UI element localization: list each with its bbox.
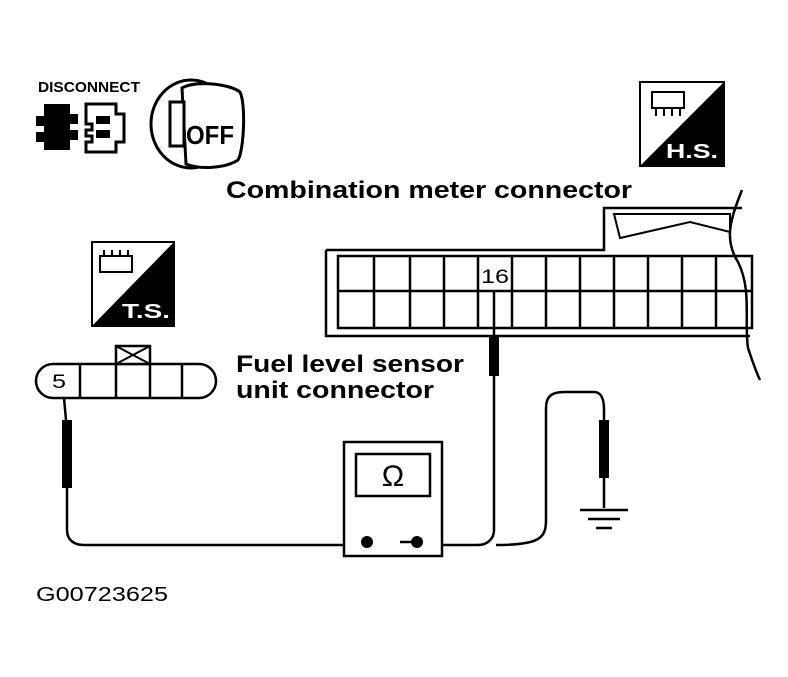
ground-symbol-icon [580,508,628,530]
probe-lead-right-16 [418,290,499,547]
off-label: OFF [186,120,234,150]
hs-label: H.S. [666,141,718,163]
fuel-sensor-title-line1: Fuel level sensor [236,351,464,378]
probe-lead-left [62,397,366,547]
disconnect-icon-group: DISCONNECT OFF [36,78,246,170]
connector-icon [36,102,126,154]
terminal-5-label: 5 [52,372,66,393]
terminal-16-label: 16 [481,267,509,288]
hs-badge: H.S. [639,81,725,167]
combination-meter-connector: 16 [324,189,762,381]
ohmmeter-icon: Ω [342,440,444,558]
ts-label: T.S. [122,301,170,323]
disconnect-label: DISCONNECT [38,79,140,96]
ignition-key-icon: OFF [149,78,246,170]
harness-side-connector-icon [651,91,685,116]
ts-badge: T.S. [91,241,175,327]
terminal-side-connector-icon [99,250,133,273]
combination-meter-title: Combination meter connector [226,177,632,204]
fuel-sensor-title-line2: unit connector [236,377,434,404]
probe-lead-ground [495,390,609,547]
ohm-symbol: Ω [382,460,404,493]
figure-id: G00723625 [36,584,168,606]
ohmmeter-terminal-positive [411,536,423,548]
fuel-sensor-connector: 5 [34,344,218,400]
ohmmeter-terminal-negative [361,536,373,548]
